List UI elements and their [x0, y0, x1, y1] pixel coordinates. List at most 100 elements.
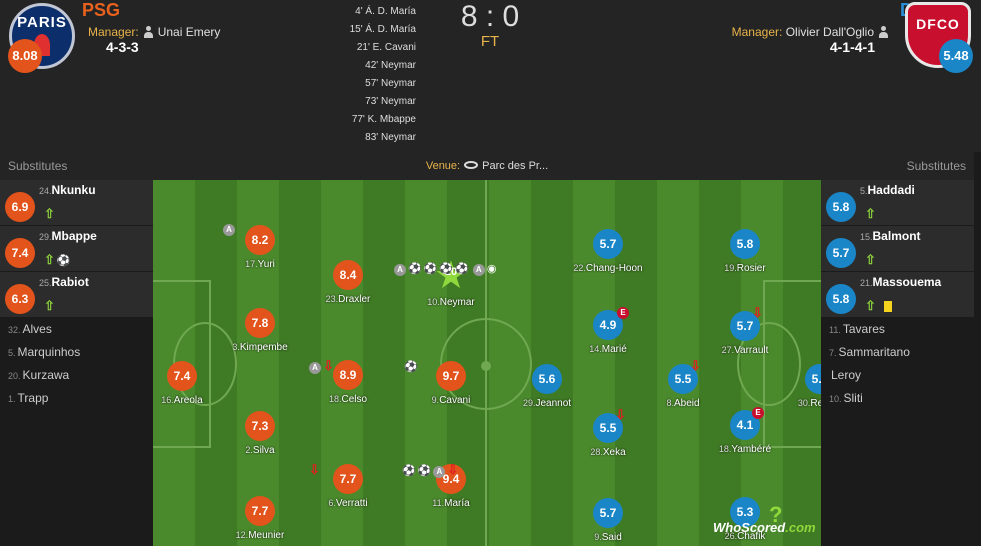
player-event-icons: ⚽⚽A⇩	[402, 462, 460, 478]
home-manager-name: Unai Emery	[157, 25, 221, 39]
player-name: 16.Areola	[153, 395, 237, 406]
sub-out-arrow-icon: ⇩	[309, 462, 320, 477]
player-shirt-number: 19.	[724, 263, 737, 273]
player-event-icons: E	[617, 304, 631, 319]
whoscored-logo[interactable]: WhoScored.com	[713, 520, 816, 535]
sub-player-label: Sammaritano	[838, 345, 910, 359]
player-label: Varrault	[734, 345, 769, 356]
unused-sub-row[interactable]: Leroy	[821, 364, 974, 387]
sub-player-label: Tavares	[842, 322, 885, 336]
goal-ball-icon: ⚽	[404, 361, 418, 373]
unused-sub-row[interactable]: 1.Trapp	[0, 387, 153, 410]
player-name: 12.Meunier	[205, 530, 315, 541]
sub-rating-badge: 5.7	[826, 238, 856, 268]
player-name: 10.Neymar	[396, 297, 506, 308]
player-shirt-number: 18.	[328, 394, 342, 404]
whoscored-suffix: .com	[785, 520, 816, 535]
unused-sub-row[interactable]: 11.Tavares	[821, 318, 974, 341]
player-name: 29.Jeannot	[492, 398, 602, 409]
captain-icon: A	[223, 224, 235, 236]
sub-rating-badge: 6.3	[5, 284, 35, 314]
sub-in-arrow-icon: ⇧	[865, 206, 876, 221]
player-shirt-number: 18.	[718, 444, 732, 454]
unused-sub-row[interactable]: 32.Alves	[0, 318, 153, 341]
home-manager: Manager: Unai Emery	[88, 24, 220, 39]
sub-shirt-number: 1.	[8, 394, 16, 404]
player-rating: 5.8	[730, 229, 760, 259]
goal-entry: 15' Á. D. María	[349, 24, 416, 35]
sub-player-label: Massouema	[872, 275, 942, 289]
whoscored-text: WhoScored	[713, 520, 786, 535]
unused-sub-row[interactable]: 10.Sliti	[821, 387, 974, 410]
player-label: Rosier	[736, 263, 766, 274]
player-label: Said	[601, 532, 622, 543]
player-marker[interactable]: 5.6 29.Jeannot	[492, 364, 602, 424]
player-name: 6.Verratti	[293, 498, 403, 509]
sub-shirt-number: 7.	[829, 348, 837, 358]
home-team-name[interactable]: PSG	[82, 0, 121, 20]
player-shirt-number: 10.	[427, 297, 440, 307]
unused-sub-row[interactable]: 20.Kurzawa	[0, 364, 153, 387]
player-shirt-number: 26.	[724, 531, 738, 541]
player-event-icons: ⇩	[615, 407, 628, 423]
dijon-crest-text: DFCO	[916, 16, 960, 32]
centre-spot	[481, 361, 491, 371]
player-event-icons: E	[752, 404, 766, 419]
player-shirt-number: 14.	[589, 344, 602, 354]
player-rating: 10	[444, 266, 458, 278]
sub-player-label: Kurzawa	[22, 368, 70, 382]
goal-ball-icon: ⚽	[455, 263, 469, 275]
unused-sub-row[interactable]: 7.Sammaritano	[821, 341, 974, 364]
player-marker[interactable]: 5.8 19.Rosier	[690, 229, 800, 289]
player-event-icons: A⇩	[309, 358, 336, 374]
whoscored-question-icon: ?	[769, 502, 783, 527]
player-label: Yambéré	[731, 444, 772, 455]
player-rating: 5.6	[532, 364, 562, 394]
player-label: Neymar	[439, 297, 475, 308]
captain-icon: A	[433, 466, 446, 478]
player-event-icons: ⇩	[309, 462, 322, 478]
sub-event-icons: ⇧	[865, 252, 878, 268]
player-name: 18.Yambéré	[690, 444, 800, 455]
sub-shirt-number: 15.	[860, 232, 873, 242]
sub-event-icons: ⇧⚽	[44, 252, 73, 268]
player-rating: 5.5	[668, 364, 698, 394]
captain-icon: A	[472, 264, 485, 276]
unused-sub-row[interactable]: 5.Marquinhos	[0, 341, 153, 364]
sub-event-icons: ⇧	[44, 298, 57, 314]
sub-out-arrow-icon: ⇩	[615, 407, 626, 422]
sub-rating-badge: 5.8	[826, 192, 856, 222]
sub-player-name: 29.Mbappe	[39, 229, 97, 243]
player-shirt-number: 27.	[721, 345, 735, 355]
sub-rating-badge: 6.9	[5, 192, 35, 222]
manager-label: Manager:	[88, 25, 139, 39]
player-marker[interactable]: 5.630.Reynet	[765, 364, 821, 424]
